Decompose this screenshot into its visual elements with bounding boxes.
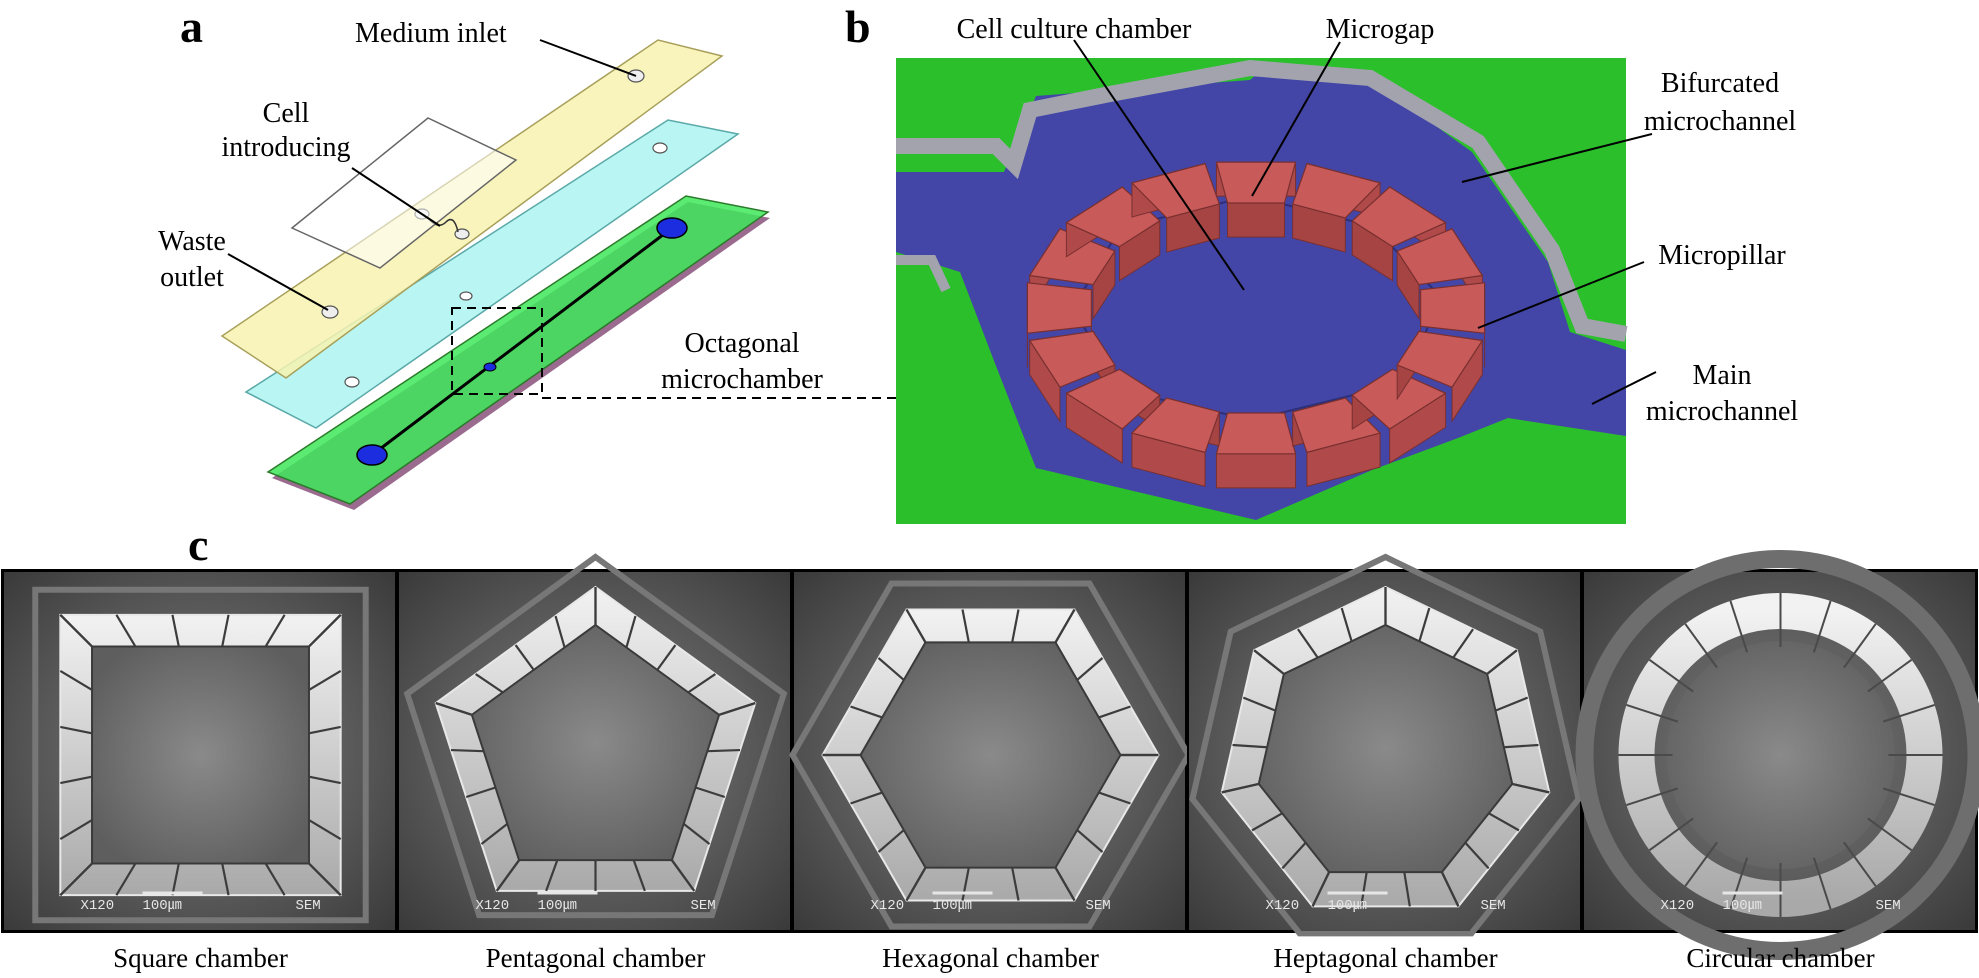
caption-hexagon: Hexagonal chamber: [882, 943, 1099, 973]
sem-magnification: X120: [476, 898, 510, 914]
micropillar: [1028, 329, 1116, 423]
channel-wall: [896, 59, 1628, 342]
sem-magnification: X120: [81, 898, 115, 914]
micropillar: [1215, 412, 1297, 489]
label-main: Main: [1692, 360, 1751, 391]
label-bifurcated-2: microchannel: [1644, 106, 1797, 137]
sem-scale: 100㎛: [143, 898, 182, 914]
micropillar: [1291, 162, 1382, 253]
label-octagonal-2: microchamber: [661, 364, 823, 395]
cell-introducing-slab: [290, 117, 518, 269]
sem-tile-heptagon: X120 100㎛ SEM: [1187, 553, 1582, 937]
caption-circle: Circular chamber: [1686, 943, 1874, 973]
middle-layer-plate: [244, 119, 740, 429]
top-layer-plate: [220, 39, 724, 379]
top-layer: [220, 39, 724, 379]
sem-tag: SEM: [296, 898, 321, 914]
label-waste-outlet: Waste: [158, 226, 226, 257]
sem-tag: SEM: [691, 898, 716, 914]
sem-scale: 100㎛: [538, 898, 577, 914]
panel-letter-a: a: [180, 1, 203, 52]
panel-letter-b: b: [845, 1, 871, 52]
panel-c: c X120 100㎛ SEM X120 100㎛ SEM X120 100㎛ SEM X120 1…: [1, 519, 1979, 960]
sem-tile-hexagon: X120 100㎛ SEM: [789, 570, 1192, 932]
micropillar: [1351, 368, 1447, 464]
chamber-dot: [483, 362, 497, 372]
micropillar: [1026, 282, 1093, 368]
micropillar: [1215, 161, 1297, 238]
micropillar-ring: [1026, 161, 1486, 489]
micropillar: [1028, 227, 1116, 321]
micropillar: [1419, 282, 1486, 368]
label-cell-introducing: Cell: [263, 98, 310, 129]
sem-tile-pentagon: X120 100㎛ SEM: [397, 553, 792, 932]
sem-tag: SEM: [1481, 898, 1506, 914]
sem-tile-square: X120 100㎛ SEM: [2, 570, 397, 932]
octagonal-zoom-box: [451, 307, 543, 395]
caption-heptagon: Heptagonal chamber: [1273, 943, 1497, 973]
label-medium-inlet: Medium inlet: [355, 18, 507, 49]
sem-tag: SEM: [1876, 898, 1901, 914]
micropillar: [1065, 368, 1161, 464]
micropillar: [1396, 329, 1484, 423]
outlet-port: [356, 444, 388, 466]
sem-tag: SEM: [1086, 898, 1111, 914]
panel-letter-c: c: [188, 519, 208, 570]
label-microgap: Microgap: [1326, 14, 1435, 45]
label-cell-introducing-2: introducing: [221, 132, 350, 163]
label-micropillar: Micropillar: [1658, 240, 1786, 271]
label-cell-culture-chamber: Cell culture chamber: [957, 14, 1192, 45]
caption-pentagon: Pentagonal chamber: [486, 943, 706, 973]
label-main-2: microchannel: [1646, 396, 1799, 427]
main-channel-line: [371, 226, 673, 457]
sem-magnification: X120: [1661, 898, 1695, 914]
label-octagonal: Octagonal: [684, 328, 799, 359]
sem-magnification: X120: [1266, 898, 1300, 914]
sem-magnification: X120: [871, 898, 905, 914]
panel-a: a: [158, 1, 896, 510]
inlet-port: [656, 217, 688, 239]
label-waste-outlet-2: outlet: [160, 262, 224, 293]
middle-layer: [244, 119, 740, 429]
label-bifurcated: Bifurcated: [1661, 68, 1779, 99]
caption-square: Square chamber: [113, 943, 288, 973]
bottom-layer: [266, 195, 770, 510]
sem-row: X120 100㎛ SEM X120 100㎛ SEM X120 100㎛ SEM X120 100…: [2, 550, 1979, 960]
sem-scale: 100㎛: [1328, 898, 1367, 914]
bottom-layer-plate: [266, 195, 770, 505]
sem-tile-circle: X120 100㎛ SEM: [1575, 550, 1979, 960]
sem-scale: 100㎛: [1723, 898, 1762, 914]
sem-scale: 100㎛: [933, 898, 972, 914]
micropillar: [1130, 397, 1221, 488]
panel-b: b Cell culture chamber Microgap Bifurcat…: [845, 1, 1798, 524]
